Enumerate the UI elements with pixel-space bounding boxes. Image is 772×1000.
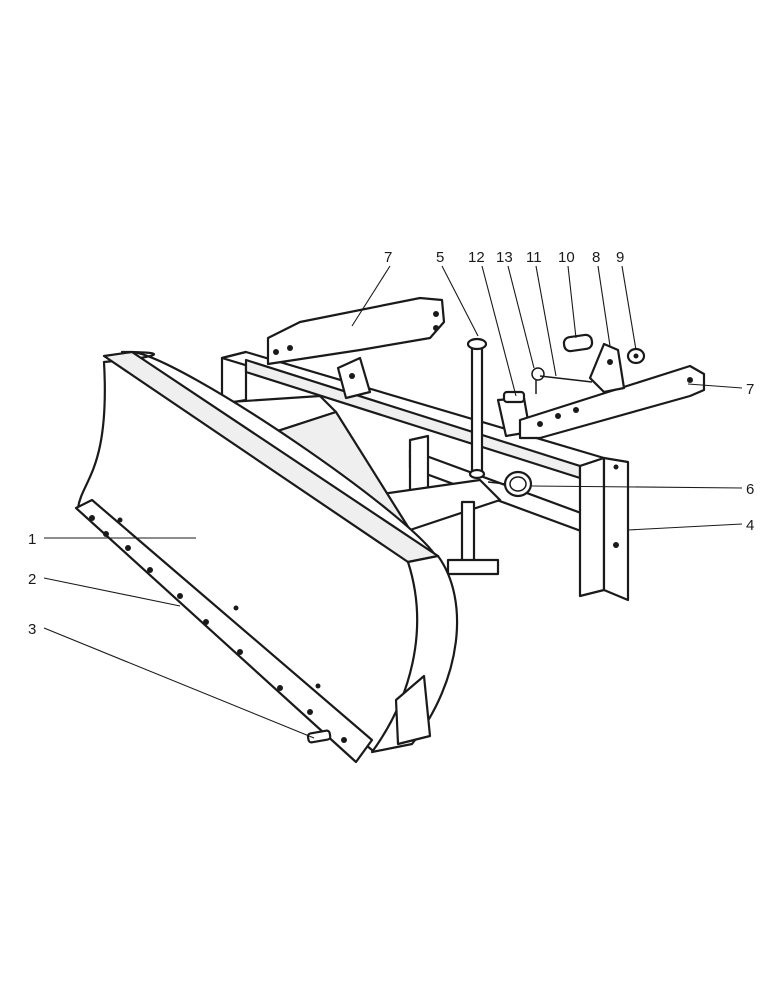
label-11: 11	[526, 249, 542, 266]
label-13: 13	[496, 249, 513, 266]
label-10: 10	[558, 249, 575, 266]
right-lift-arm	[518, 364, 706, 440]
washer	[626, 347, 646, 365]
leader-lines	[43, 265, 743, 739]
label-12: 12	[468, 249, 485, 266]
pivot-pin	[562, 333, 594, 353]
locking-pin	[502, 390, 526, 404]
label-7-right: 7	[746, 381, 754, 398]
edge-bolt	[306, 729, 332, 744]
pivot-bracket	[588, 342, 626, 394]
label-5: 5	[436, 249, 444, 266]
linch-rod	[539, 375, 593, 383]
label-1: 1	[28, 531, 36, 548]
frame-bolt-hole	[613, 542, 619, 548]
callout-labels: 1 2 3 4 5 6 7 7 8 9 10 11 12 13	[28, 249, 754, 638]
left-lift-arm	[266, 296, 446, 366]
label-9: 9	[616, 249, 624, 266]
label-4: 4	[746, 517, 754, 534]
label-2: 2	[28, 571, 36, 588]
label-6: 6	[746, 481, 754, 498]
spring-clip	[531, 367, 545, 394]
label-7-top: 7	[384, 249, 392, 266]
moldboard-blade	[76, 350, 459, 754]
label-3: 3	[28, 621, 36, 638]
vertical-pivot-pin	[466, 337, 488, 480]
ring-pin	[487, 470, 533, 498]
label-8: 8	[592, 249, 600, 266]
cutting-edge	[74, 498, 374, 764]
